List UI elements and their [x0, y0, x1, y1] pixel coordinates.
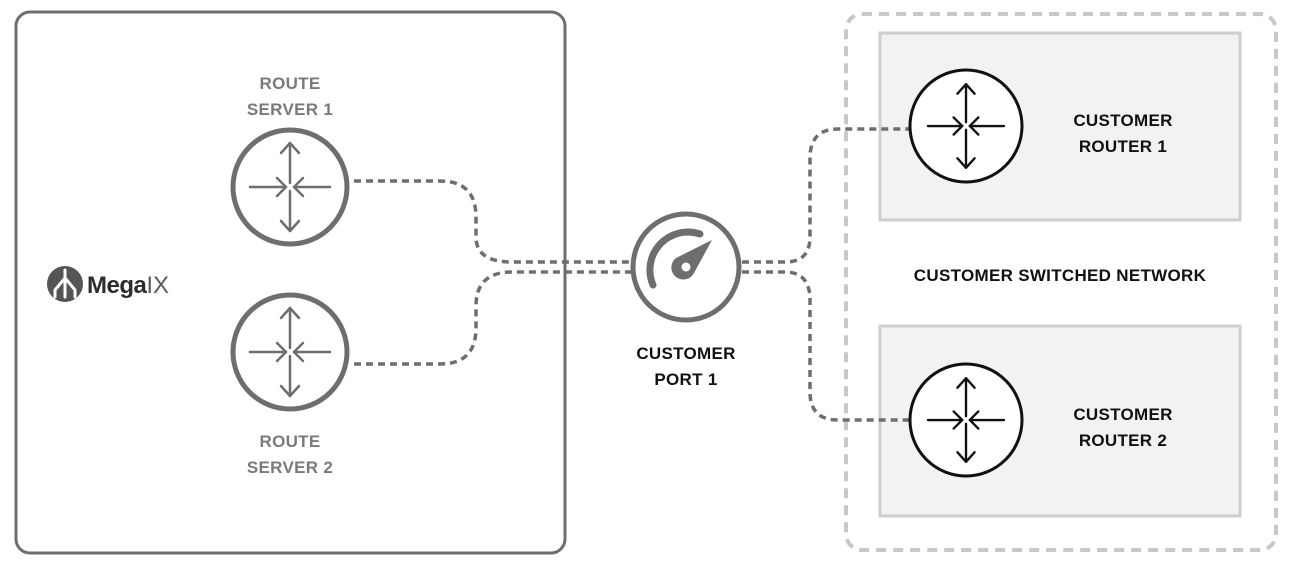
customer-network-label: CUSTOMER SWITCHED NETWORK: [914, 266, 1207, 285]
customer-router-2-label-line1: CUSTOMER: [1073, 405, 1172, 424]
logo-brand-bold: Mega: [87, 272, 148, 299]
customer-port-label-line1: CUSTOMER: [636, 344, 735, 363]
link-port-to-customer-router-2: [742, 270, 909, 422]
customer-port-label-line2: PORT 1: [654, 370, 717, 389]
route-server-1-label-line1: ROUTE: [260, 74, 321, 93]
customer-router-1-label-line2: ROUTER 1: [1079, 137, 1167, 156]
customer-router-2-label-line2: ROUTER 2: [1079, 431, 1167, 450]
megaix-container: [14, 10, 567, 555]
link-port-to-customer-router-1: [742, 127, 909, 264]
customer-router-1-node: [908, 68, 1024, 184]
route-server-1-node: [230, 127, 350, 247]
route-server-2-label-line2: SERVER 2: [247, 458, 333, 477]
route-server-2-label-line1: ROUTE: [260, 432, 321, 451]
customer-port-node: [630, 211, 742, 323]
svg-text:MegaIX: MegaIX: [87, 272, 169, 299]
route-server-2-node: [230, 292, 350, 412]
link-route-server-1-to-port: [354, 179, 632, 264]
speedometer-icon: [646, 228, 712, 289]
customer-router-2-node: [908, 362, 1024, 478]
route-server-1-label-line2: SERVER 1: [247, 100, 333, 119]
link-route-server-2-to-port: [354, 270, 632, 366]
customer-router-1-label-line1: CUSTOMER: [1073, 111, 1172, 130]
logo-brand-light: IX: [146, 272, 169, 299]
megaport-logo-icon: [47, 266, 83, 302]
megaix-logo: MegaIX: [47, 266, 169, 302]
